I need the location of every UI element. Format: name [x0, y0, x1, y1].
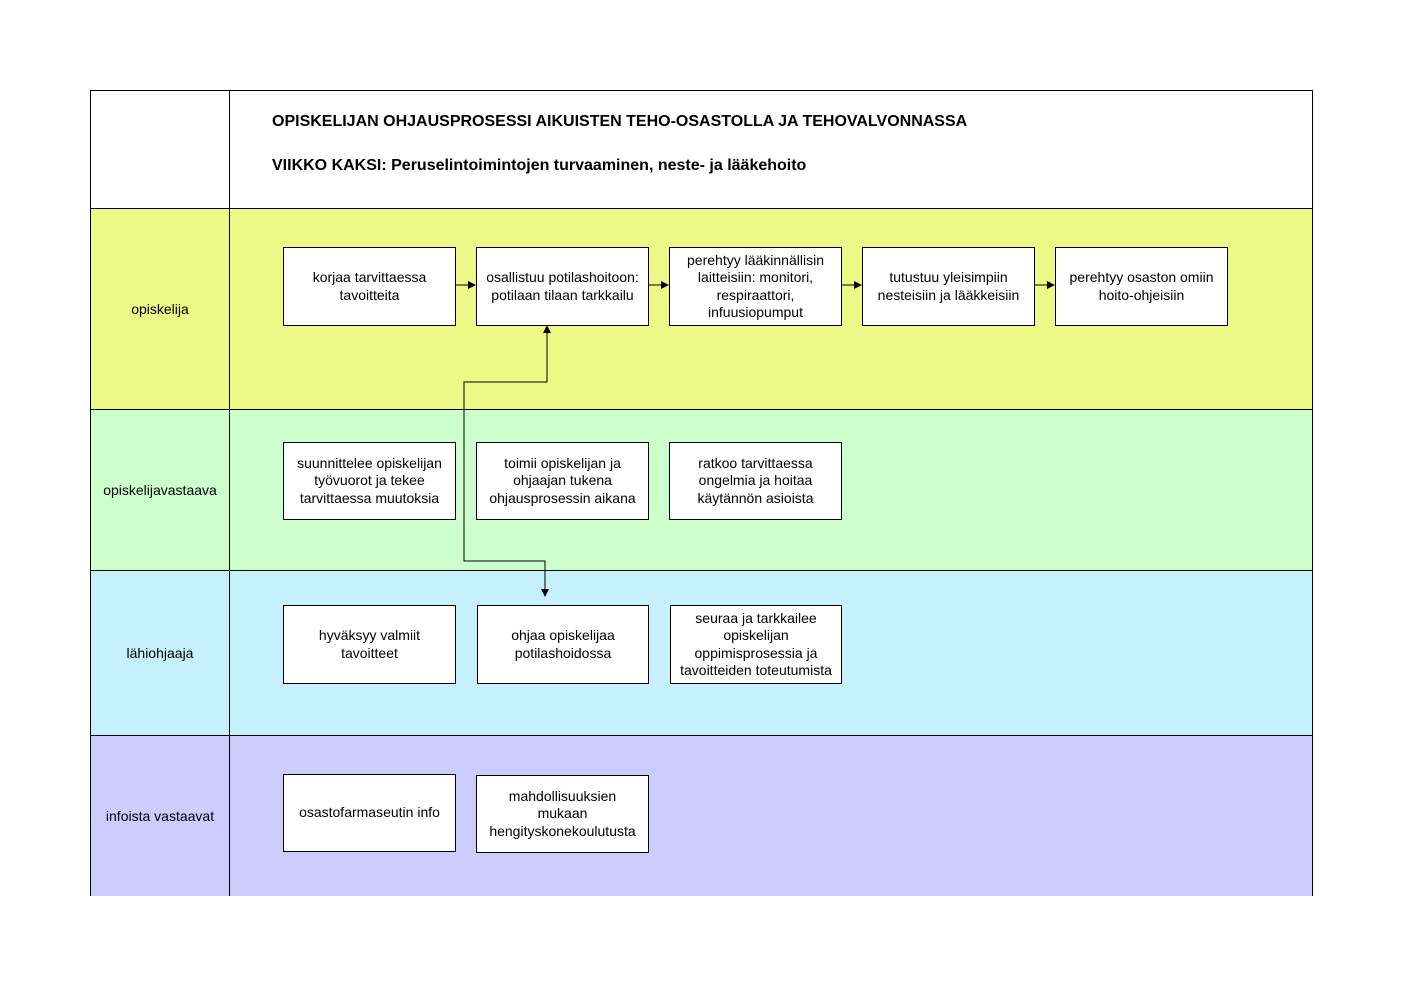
- lane-label: lähiohjaaja: [91, 571, 230, 735]
- process-box: mahdollisuuksien mukaan hengityskonekoul…: [476, 775, 649, 853]
- header-lane: OPISKELIJAN OHJAUSPROSESSI AIKUISTEN TEH…: [90, 90, 1313, 208]
- lane-lahiohjaaja: lähiohjaaja hyväksyy valmiit tavoitteet …: [90, 570, 1313, 735]
- diagram-title: OPISKELIJAN OHJAUSPROSESSI AIKUISTEN TEH…: [272, 113, 968, 130]
- process-box: osastofarmaseutin info: [283, 774, 456, 852]
- lane-opiskelija: opiskelija korjaa tarvittaessa tavoittei…: [90, 208, 1313, 409]
- lane-infoista-vastaavat: infoista vastaavat osastofarmaseutin inf…: [90, 735, 1313, 896]
- diagram-subtitle: VIIKKO KAKSI: Peruselintoimintojen turva…: [272, 157, 807, 174]
- process-box: perehtyy lääkinnällisin laitteisiin: mon…: [669, 247, 842, 326]
- process-box: ratkoo tarvittaessa ongelmia ja hoitaa k…: [669, 442, 842, 520]
- process-box: korjaa tarvittaessa tavoitteita: [283, 247, 456, 326]
- lane-label: opiskelija: [91, 209, 230, 409]
- process-box: seuraa ja tarkkailee opiskelijan oppimis…: [670, 605, 842, 684]
- header-label-cell: [91, 91, 230, 208]
- process-box: perehtyy osaston omiin hoito-ohjeisiin: [1055, 247, 1228, 326]
- process-box: hyväksyy valmiit tavoitteet: [283, 605, 456, 684]
- lane-opiskelijavastaava: opiskelijavastaava suunnittelee opiskeli…: [90, 409, 1313, 570]
- lane-label: infoista vastaavat: [91, 736, 230, 896]
- lane-label: opiskelijavastaava: [91, 410, 230, 570]
- process-box: toimii opiskelijan ja ohjaajan tukena oh…: [476, 442, 649, 520]
- swimlane-diagram: OPISKELIJAN OHJAUSPROSESSI AIKUISTEN TEH…: [90, 90, 1313, 896]
- process-box: tutustuu yleisimpiin nesteisiin ja lääkk…: [862, 247, 1035, 326]
- process-box: osallistuu potilashoitoon: potilaan tila…: [476, 247, 649, 326]
- process-box: ohjaa opiskelijaa potilashoidossa: [477, 605, 649, 684]
- process-box: suunnittelee opiskelijan työvuorot ja te…: [283, 442, 456, 520]
